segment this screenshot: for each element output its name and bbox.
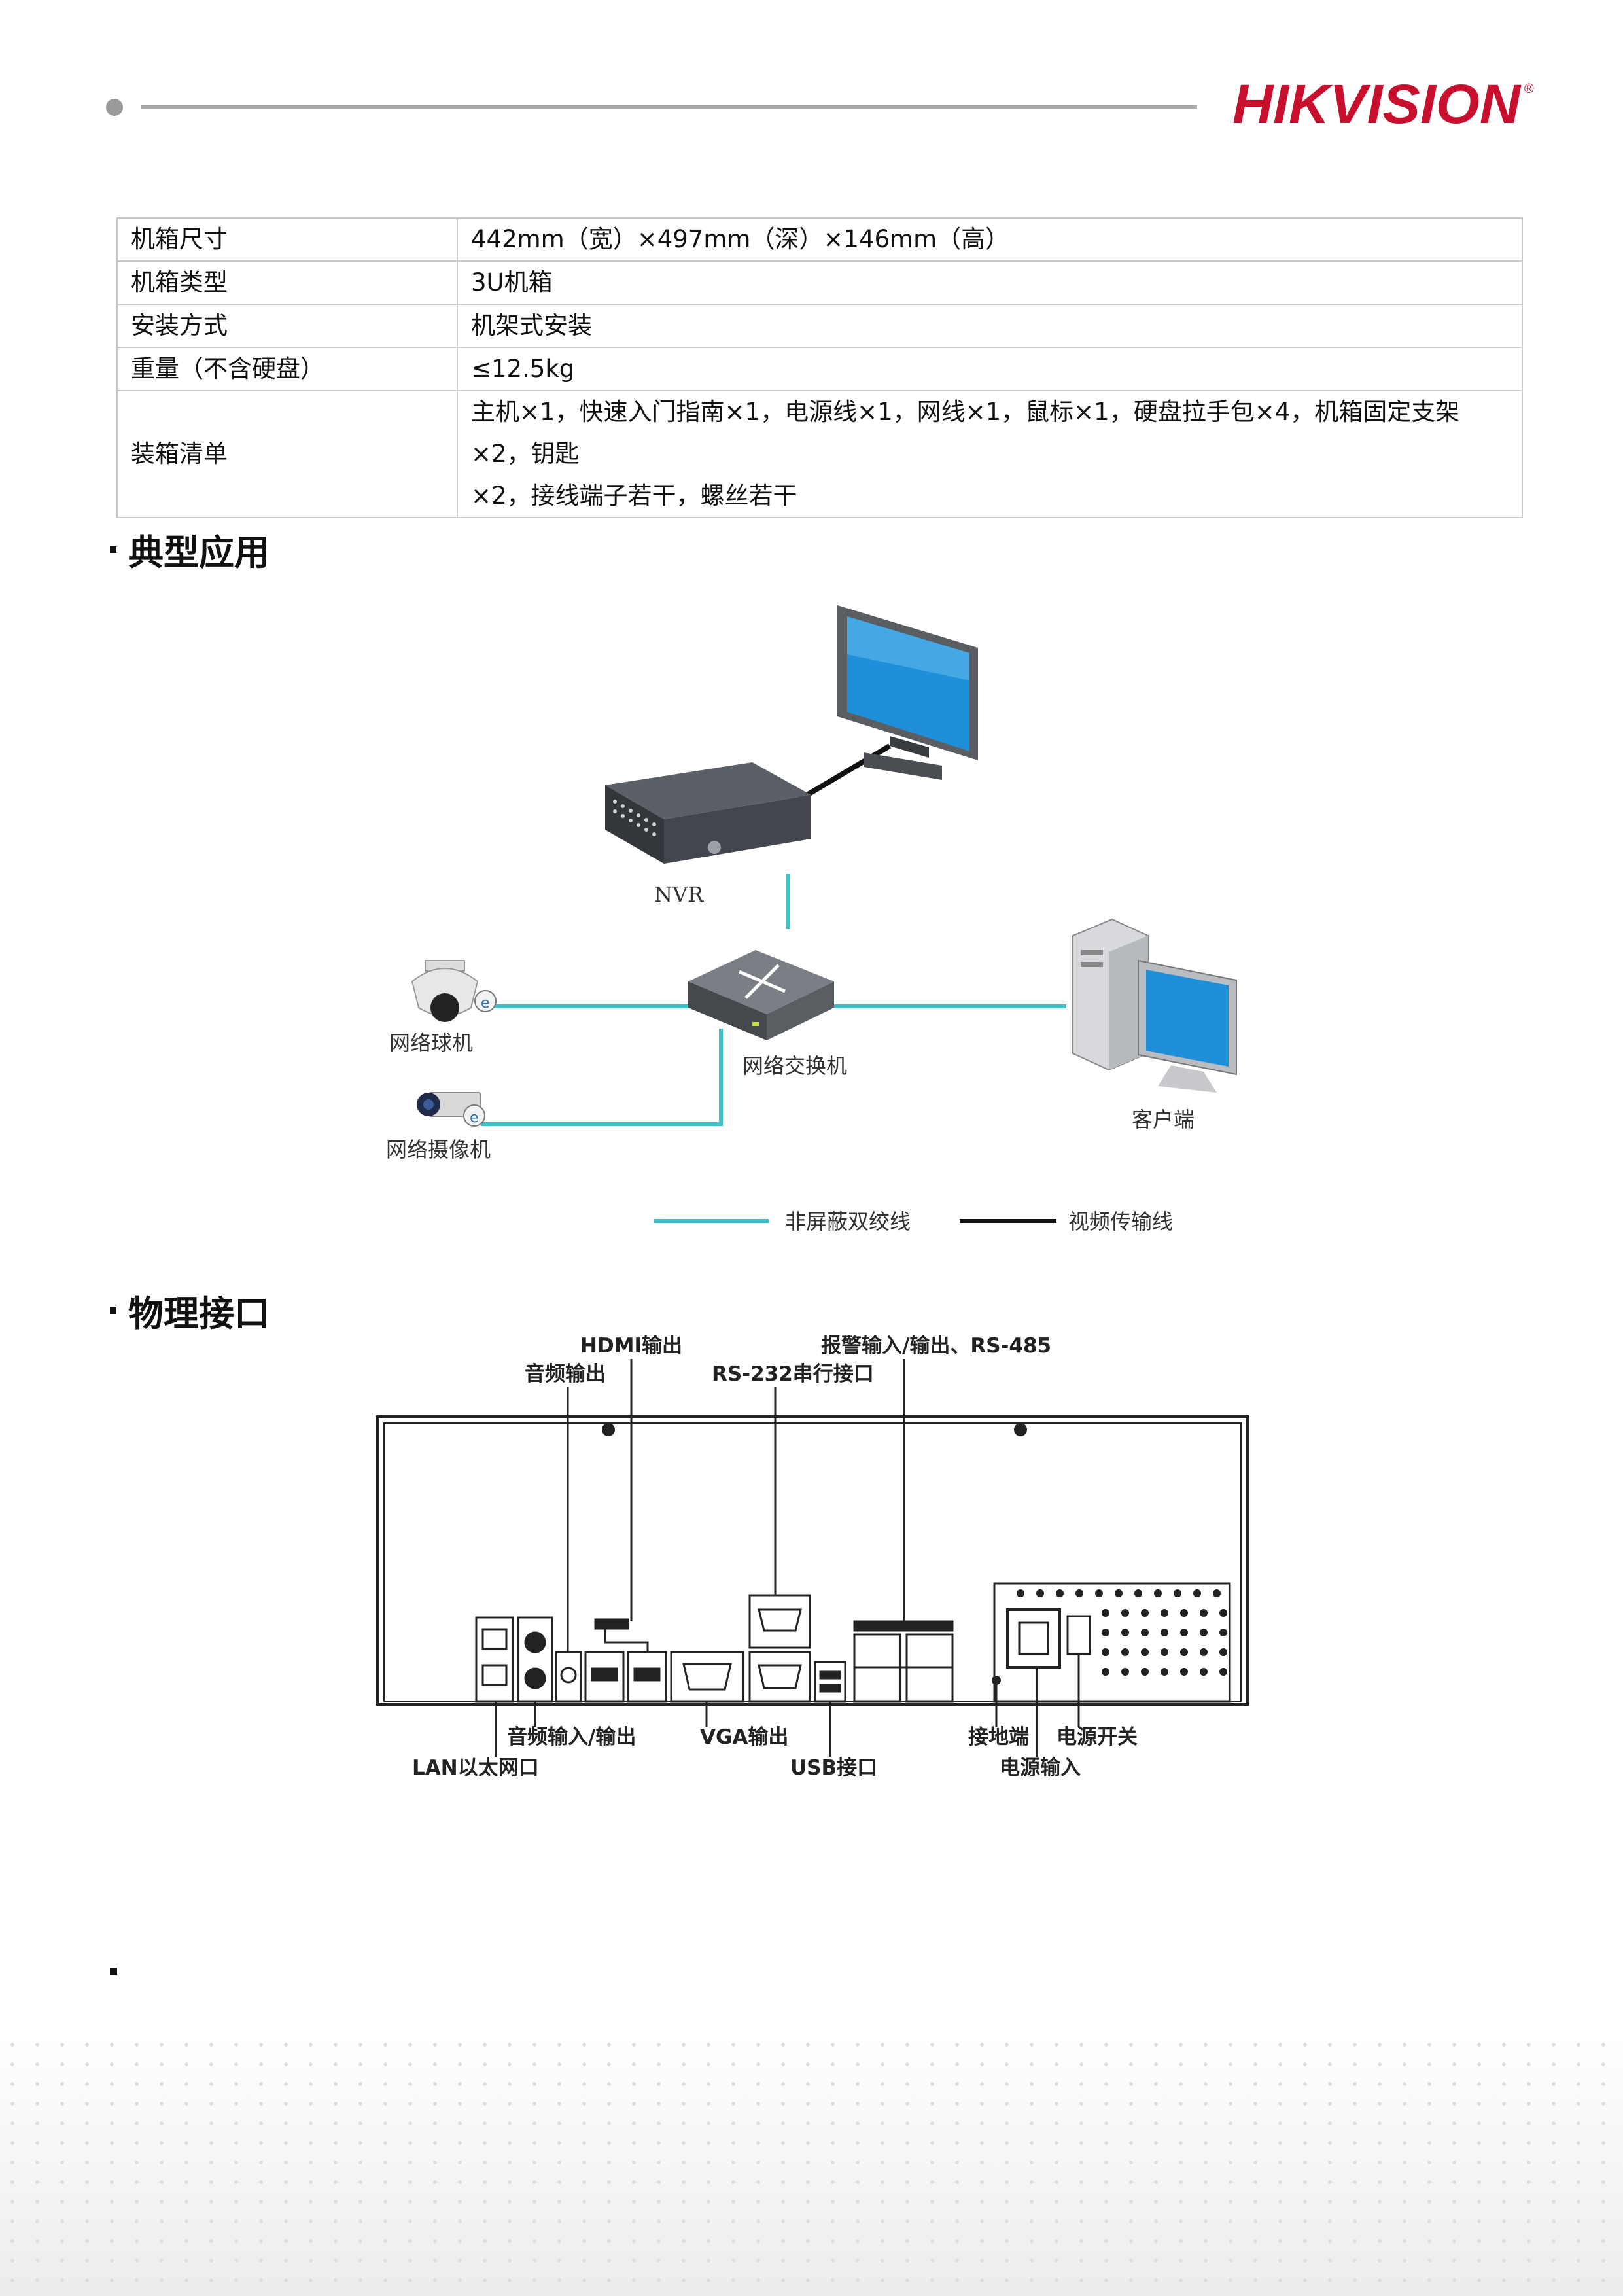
legend: 非屏蔽双绞线 视频传输线 — [654, 1209, 1173, 1234]
switch-icon — [688, 950, 834, 1040]
lan-port-icon — [475, 1616, 514, 1703]
spec-key: 重量（不含硬盘） — [116, 347, 458, 391]
vga-out-label: VGA输出 — [700, 1725, 788, 1749]
power-in-label: 电源输入 — [1000, 1756, 1081, 1780]
spec-value-line: ×2，接线端子若干，螺丝若干 — [471, 482, 797, 510]
spec-key: 机箱类型 — [116, 260, 458, 305]
switch-label: 网络交换机 — [742, 1053, 847, 1078]
spec-value-line: 主机×1，快速入门指南×1，电源线×1，网线×1，鼠标×1，硬盘拉手包×4，机箱… — [471, 398, 1460, 468]
table-row: 机箱尺寸 442mm（宽）×497mm（深）×146mm（高） — [116, 217, 1523, 262]
monitor-icon — [837, 605, 978, 780]
spec-value: 主机×1，快速入门指南×1，电源线×1，网线×1，鼠标×1，硬盘拉手包×4，机箱… — [457, 390, 1523, 518]
dome-camera-label: 网络球机 — [389, 1031, 473, 1055]
vga-port-icon — [670, 1651, 744, 1703]
svg-text:e: e — [481, 995, 490, 1012]
legend-video-label: 视频传输线 — [1068, 1209, 1173, 1234]
utp-cable — [481, 1029, 723, 1126]
rear-panel-diagram: HDMI输出 报警输入/输出、RS-485 音频输出 RS-232串行接口 — [366, 1322, 1269, 1793]
rs232-port-icon — [748, 1594, 811, 1703]
power-supply-icon — [992, 1582, 1231, 1703]
spec-value: 442mm（宽）×497mm（深）×146mm（高） — [457, 217, 1523, 262]
hikvision-logo: HIKVISION ® — [1229, 73, 1543, 132]
nvr-label: NVR — [654, 882, 704, 907]
table-row: 机箱类型 3U机箱 — [116, 260, 1523, 305]
brand-name: HIKVISION — [1232, 73, 1522, 132]
client-label: 客户端 — [1132, 1107, 1195, 1132]
alarm-io-rs485-label: 报警输入/输出、RS-485 — [821, 1334, 1051, 1358]
spec-value: ≤12.5kg — [457, 347, 1523, 391]
ground-label: 接地端 — [968, 1725, 1029, 1749]
bullet-icon — [110, 1968, 117, 1975]
bullet-camera-icon: e — [417, 1092, 485, 1127]
lan-label: LAN以太网口 — [412, 1756, 539, 1780]
header-rule — [141, 105, 1197, 109]
nvr-icon — [605, 762, 811, 864]
table-row: 重量（不含硬盘） ≤12.5kg — [116, 347, 1523, 391]
header-dot — [106, 99, 123, 116]
section-heading-typical-app: 典型应用 — [110, 523, 270, 575]
power-socket-icon — [1006, 1608, 1061, 1669]
rs232-label: RS-232串行接口 — [712, 1362, 874, 1386]
hdmi-out-label: HDMI输出 — [580, 1334, 682, 1358]
bullet-camera-label: 网络摄像机 — [386, 1137, 491, 1162]
footer-pattern — [0, 2035, 1623, 2296]
section-title: 物理接口 — [128, 1293, 270, 1334]
legend-utp-label: 非屏蔽双绞线 — [785, 1209, 911, 1234]
screw-icon — [1014, 1423, 1027, 1436]
brand-reg: ® — [1524, 82, 1534, 96]
spec-value: 3U机箱 — [457, 260, 1523, 305]
bullet-icon — [110, 1307, 116, 1315]
spec-table: 机箱尺寸 442mm（宽）×497mm（深）×146mm（高） 机箱类型 3U机… — [116, 217, 1523, 518]
dome-camera-icon: e — [411, 960, 497, 1022]
section-title: 典型应用 — [128, 532, 270, 573]
spec-key: 装箱清单 — [116, 390, 458, 518]
svg-text:e: e — [470, 1110, 479, 1126]
screw-icon — [602, 1423, 615, 1436]
audio-out-port-icon — [555, 1651, 582, 1703]
power-switch-label: 电源开关 — [1056, 1725, 1138, 1749]
spec-key: 机箱尺寸 — [116, 217, 458, 262]
client-pc-icon — [1072, 918, 1237, 1093]
spec-value: 机架式安装 — [457, 304, 1523, 348]
audio-out-label: 音频输出 — [525, 1362, 606, 1386]
topology-diagram: NVR 网络交换机 e 网络球机 e 网络 — [366, 589, 1282, 1243]
chassis-outline — [376, 1415, 1249, 1706]
alarm-terminal-icon — [853, 1620, 954, 1703]
hdmi-port-icon — [584, 1618, 667, 1703]
table-row: 安装方式 机架式安装 — [116, 304, 1523, 348]
ground-terminal-icon — [992, 1676, 1001, 1685]
section-heading-physical-interface: 物理接口 — [110, 1284, 270, 1336]
audio-io-port-icon — [517, 1616, 553, 1703]
power-switch-icon — [1066, 1615, 1091, 1655]
usb-port-icon — [814, 1661, 846, 1703]
table-row: 装箱清单 主机×1，快速入门指南×1，电源线×1，网线×1，鼠标×1，硬盘拉手包… — [116, 390, 1523, 518]
bullet-icon — [110, 546, 116, 554]
usb-label: USB接口 — [790, 1756, 877, 1780]
spec-key: 安装方式 — [116, 304, 458, 348]
audio-io-label: 音频输入/输出 — [507, 1725, 636, 1749]
